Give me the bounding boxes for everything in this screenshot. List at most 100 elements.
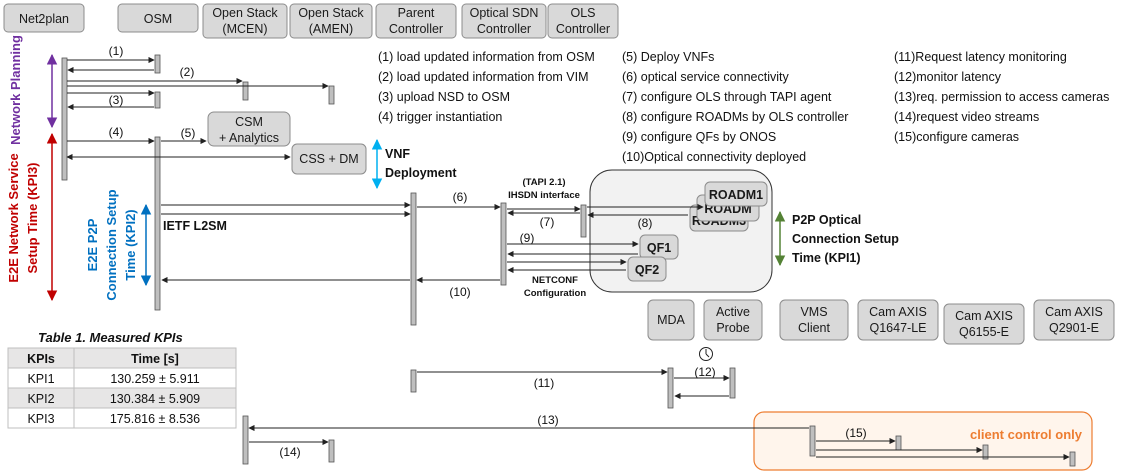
svg-text:(12): (12) [694, 365, 715, 379]
mcen-activation-2 [242, 415, 249, 465]
cam2-activation-top [982, 444, 989, 460]
actor-parent-controller: Parent Controller [375, 3, 457, 39]
table-title: Table 1. Measured KPIs [38, 330, 183, 345]
svg-text:Connection Setup: Connection Setup [792, 232, 899, 246]
netconf-config-label: Configuration [524, 288, 586, 299]
message-15: (15) [816, 426, 1070, 461]
ihsdn-label: IHSDN interface [508, 190, 580, 201]
actor-cam-q1647: Cam AXIS Q1647-LE [857, 299, 939, 341]
svg-text:CSS + DM: CSS + DM [299, 152, 358, 166]
actor-net2plan: Net2plan [3, 3, 85, 33]
svg-text:(2): (2) [180, 65, 195, 79]
table-cell: KPI1 [27, 372, 54, 386]
svg-text:Open Stack: Open Stack [212, 6, 278, 20]
client-control-label: client control only [970, 427, 1083, 442]
legend-col3: (11)Request latency monitoring (12)monit… [894, 50, 1109, 144]
svg-text:Controller: Controller [477, 22, 531, 36]
message-8: (8) [587, 203, 704, 230]
table-cell: KPI2 [27, 392, 54, 406]
tapi-label: (TAPI 2.1) [522, 177, 565, 188]
mcen-activation [242, 81, 249, 101]
svg-text:E2E P2P: E2E P2P [85, 218, 100, 271]
svg-text:VNF: VNF [385, 147, 410, 161]
svg-text:(1) load updated information f: (1) load updated information from OSM [378, 50, 595, 64]
message-11: (11) [417, 368, 668, 390]
osm-activation-3 [154, 136, 161, 311]
actor-cam-q2901: Cam AXIS Q2901-E [1033, 299, 1115, 341]
message-3: (3) [67, 89, 155, 111]
ols-activation [580, 204, 587, 238]
svg-text:Network Planning: Network Planning [8, 35, 23, 145]
svg-text:QF2: QF2 [635, 263, 659, 277]
svg-text:Time (KPI2): Time (KPI2) [123, 209, 138, 280]
table-cell: KPI3 [27, 412, 54, 426]
message-6: (6) [417, 190, 501, 211]
svg-text:(4): (4) [109, 125, 124, 139]
message-9: (9) [507, 231, 639, 274]
parent-activation [410, 192, 417, 326]
vms-activation-top [809, 425, 816, 457]
qf2-box: QF2 [627, 256, 667, 282]
actor-openstack-mcen: Open Stack (MCEN) [202, 3, 288, 39]
svg-text:(9) configure QFs by ONOS: (9) configure QFs by ONOS [622, 130, 776, 144]
actor-net2plan-label: Net2plan [19, 12, 69, 26]
actor-csm-analytics: CSM + Analytics [207, 111, 291, 147]
osm-activation-2 [154, 91, 161, 109]
svg-text:(6) optical service connectivi: (6) optical service connectivity [622, 70, 789, 84]
svg-text:Probe: Probe [716, 321, 749, 335]
kpi-table: KPIs Time [s] KPI1 130.259 ± 5.911 KPI2 … [7, 347, 237, 429]
svg-text:Time (KPI1): Time (KPI1) [792, 251, 861, 265]
netconf-label: NETCONF [532, 275, 578, 286]
actor-optical-sdn-controller: Optical SDN Controller [461, 3, 547, 39]
message-14: (14) [249, 438, 329, 459]
svg-text:Q6155-E: Q6155-E [959, 325, 1009, 339]
svg-text:(13): (13) [537, 413, 558, 427]
svg-text:(9): (9) [520, 231, 535, 245]
svg-text:OLS: OLS [570, 6, 595, 20]
svg-text:Client: Client [798, 321, 830, 335]
svg-text:(7) configure OLS through TAPI: (7) configure OLS through TAPI agent [622, 90, 832, 104]
actor-cam-q6155: Cam AXIS Q6155-E [943, 303, 1025, 345]
svg-text:Optical SDN: Optical SDN [470, 6, 539, 20]
legend-col2: (5) Deploy VNFs (6) optical service conn… [622, 50, 848, 164]
cam3-activation-top [1069, 451, 1076, 467]
svg-text:(AMEN): (AMEN) [309, 22, 353, 36]
mda-activation [667, 367, 674, 409]
message-12: (12) [674, 365, 730, 400]
svg-text:(MCEN): (MCEN) [222, 22, 267, 36]
svg-text:QF1: QF1 [647, 241, 671, 255]
message-2: (2) [67, 65, 329, 90]
svg-text:Open Stack: Open Stack [298, 6, 364, 20]
svg-text:(12)monitor latency: (12)monitor latency [894, 70, 1002, 84]
svg-text:Cam AXIS: Cam AXIS [955, 309, 1013, 323]
osm-activation-1 [154, 54, 161, 74]
table-header-kpis: KPIs [27, 352, 55, 366]
svg-text:(10)Optical connectivity deplo: (10)Optical connectivity deployed [622, 150, 806, 164]
svg-text:MDA: MDA [657, 313, 685, 327]
message-10: (10) [161, 276, 500, 299]
svg-text:(14): (14) [279, 445, 300, 459]
svg-text:(1): (1) [109, 44, 124, 58]
e2e-service-indicator: E2E Network Service Setup Time (KPI3) [6, 132, 58, 302]
svg-text:(5): (5) [181, 126, 196, 140]
optical-activation [500, 202, 507, 286]
cam1-activation-top [895, 435, 902, 451]
p2p-optical-indicator: P2P Optical Connection Setup Time (KPI1) [774, 210, 899, 267]
message-7: (7) [507, 205, 581, 229]
actor-active-probe: Active Probe [703, 299, 763, 341]
svg-text:CSM: CSM [235, 115, 263, 129]
svg-text:(13)req. permission to access: (13)req. permission to access cameras [894, 90, 1109, 104]
svg-text:(15): (15) [845, 426, 866, 440]
probe-activation [729, 367, 736, 399]
svg-text:Cam AXIS: Cam AXIS [1045, 305, 1103, 319]
svg-text:Q1647-LE: Q1647-LE [870, 321, 927, 335]
svg-text:Parent: Parent [398, 6, 435, 20]
svg-text:(11)Request latency monitoring: (11)Request latency monitoring [894, 50, 1067, 64]
svg-text:E2E Network Service: E2E Network Service [6, 153, 21, 282]
svg-text:(10): (10) [449, 285, 470, 299]
qf1-box: QF1 [639, 234, 679, 260]
svg-text:ROADM1: ROADM1 [709, 188, 763, 202]
message-1: (1) [67, 44, 155, 74]
clock-icon [699, 347, 713, 361]
